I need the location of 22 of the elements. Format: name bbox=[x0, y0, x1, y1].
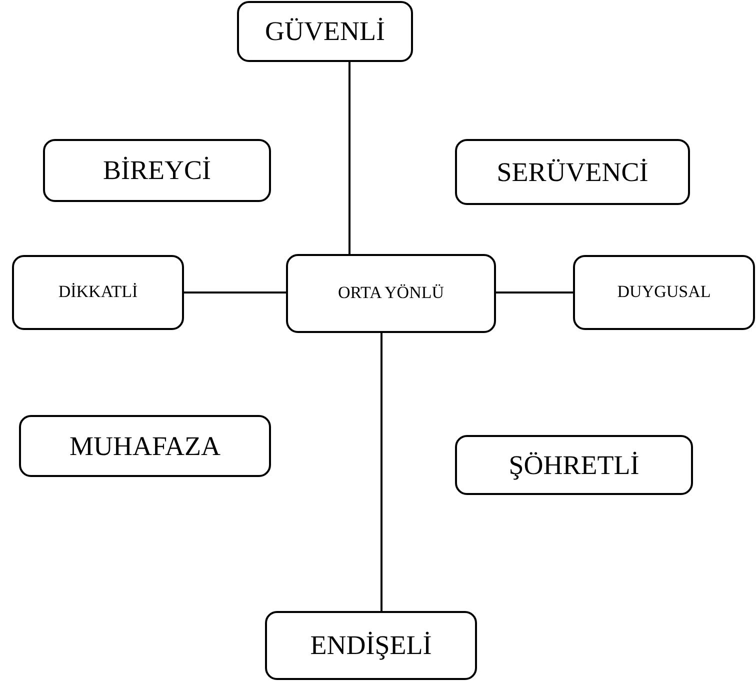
node-label: ENDİŞELİ bbox=[310, 629, 432, 662]
connector-line bbox=[348, 62, 350, 254]
node-label: MUHAFAZA bbox=[69, 430, 220, 462]
rounded-box bbox=[43, 139, 271, 202]
rounded-box bbox=[19, 415, 271, 477]
connector-line bbox=[380, 333, 382, 611]
node-label: ŞÖHRETLİ bbox=[508, 448, 640, 482]
node-label: GÜVENLİ bbox=[265, 15, 385, 48]
rounded-box bbox=[573, 255, 755, 330]
rounded-box bbox=[455, 139, 690, 205]
node-label: SERÜVENCİ bbox=[496, 156, 648, 188]
node-label: BİREYCİ bbox=[103, 154, 211, 187]
node-label: ORTA YÖNLÜ bbox=[338, 283, 444, 304]
rounded-box bbox=[455, 435, 693, 495]
rounded-box bbox=[265, 611, 477, 680]
rounded-box bbox=[286, 254, 496, 333]
connector-line bbox=[496, 292, 573, 294]
node-label: DİKKATLİ bbox=[58, 282, 138, 303]
node-label: DUYGUSAL bbox=[617, 282, 711, 303]
connector-line bbox=[184, 292, 286, 294]
rounded-box bbox=[12, 255, 184, 330]
rounded-box bbox=[237, 1, 413, 62]
